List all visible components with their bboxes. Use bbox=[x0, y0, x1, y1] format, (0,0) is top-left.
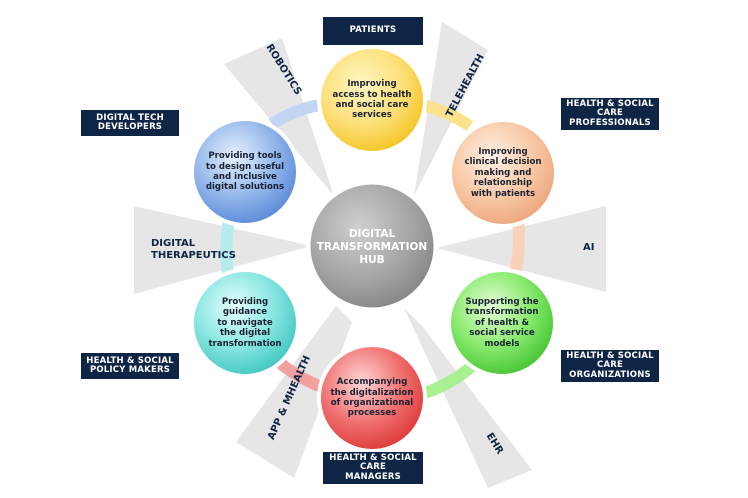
text-line: Accompanying bbox=[336, 377, 408, 388]
text-line: with patients bbox=[470, 188, 536, 199]
text-line: transformation bbox=[465, 307, 539, 318]
hub-label-line: HUB bbox=[359, 253, 385, 266]
text-line: to navigate bbox=[217, 317, 273, 328]
outer-circles bbox=[190, 45, 558, 453]
text-line: of organizational bbox=[330, 398, 414, 408]
text-line: the digital bbox=[219, 328, 271, 339]
tech-ai: AI bbox=[583, 242, 595, 253]
tools-text: Providing tools to design useful and inc… bbox=[191, 146, 299, 198]
text-line: models bbox=[484, 338, 520, 349]
tech-therapeutics-line1: DIGITAL bbox=[151, 238, 196, 249]
circle-access bbox=[317, 45, 427, 155]
guidance-text: Providing guidance to navigate the digit… bbox=[191, 292, 299, 354]
hub-label-line: TRANSFORMATION bbox=[316, 240, 428, 253]
label-line: CARE bbox=[597, 108, 623, 119]
beam-app-mhealth bbox=[236, 306, 352, 478]
stakeholder-organizations: HEALTH & SOCIAL CARE ORGANIZATIONS bbox=[561, 350, 659, 382]
circle-guidance bbox=[190, 268, 300, 378]
text-line: social service bbox=[469, 328, 535, 339]
stakeholder-patients: PATIENTS bbox=[323, 17, 423, 45]
text-line: Providing bbox=[221, 296, 269, 307]
label-line: ORGANIZATIONS bbox=[569, 369, 651, 380]
ring-arc-green-red bbox=[420, 361, 477, 400]
text-line: the digitalization bbox=[330, 387, 414, 398]
text-line: processes bbox=[347, 408, 397, 419]
stakeholder-professionals: HEALTH & SOCIAL CARE PROFESSIONALS bbox=[561, 98, 659, 130]
organizational-text: Accompanying the digitalization of organ… bbox=[318, 372, 426, 424]
text-line: and inclusive bbox=[213, 172, 277, 182]
text-line: Improving bbox=[478, 146, 528, 157]
text-line: guidance bbox=[222, 307, 268, 318]
hub-label: DIGITAL TRANSFORMATION HUB bbox=[312, 220, 432, 274]
label-line: PATIENTS bbox=[349, 25, 397, 36]
circle-clinical bbox=[448, 118, 558, 228]
text-line: digital solutions bbox=[205, 182, 285, 193]
text-line: Supporting the bbox=[465, 296, 539, 307]
tech-digital-therapeutics: DIGITAL THERAPEUTICS bbox=[151, 238, 236, 262]
label-line: HEALTH & SOCIAL bbox=[566, 98, 654, 109]
label-line: MANAGERS bbox=[345, 471, 401, 482]
stakeholder-tech-developers: DIGITAL TECH DEVELOPERS bbox=[81, 110, 179, 136]
label-line: DEVELOPERS bbox=[97, 122, 163, 132]
access-text: Improving access to health and social ca… bbox=[318, 70, 426, 130]
text-line: clinical decision bbox=[464, 157, 542, 168]
text-line: making and bbox=[474, 167, 532, 178]
text-line: to design useful bbox=[205, 161, 285, 172]
text-line: relationship bbox=[473, 178, 533, 189]
clinical-text: Improving clinical decision making and r… bbox=[449, 142, 557, 204]
label-line: DIGITAL TECH bbox=[96, 112, 164, 123]
stakeholder-policy-makers: HEALTH & SOCIAL POLICY MAKERS bbox=[81, 353, 179, 379]
label-line: HEALTH & SOCIAL bbox=[566, 350, 654, 361]
stakeholder-managers: HEALTH & SOCIAL CARE MANAGERS bbox=[323, 452, 423, 484]
text-line: access to health bbox=[332, 89, 412, 100]
label-line: CARE bbox=[597, 360, 623, 371]
hub-circle bbox=[305, 179, 439, 313]
circle-organizational bbox=[317, 343, 427, 453]
tech-therapeutics-line2: THERAPEUTICS bbox=[151, 250, 237, 261]
hub-label-line: DIGITAL bbox=[348, 227, 396, 240]
circle-models bbox=[447, 268, 557, 378]
text-line: services bbox=[352, 110, 392, 121]
label-line: POLICY MAKERS bbox=[89, 365, 171, 375]
text-line: and social care bbox=[335, 100, 409, 110]
text-line: of health & bbox=[474, 317, 530, 328]
label-line: HEALTH & SOCIAL bbox=[86, 355, 174, 366]
text-line: Providing tools bbox=[208, 151, 282, 162]
text-line: transformation bbox=[208, 338, 282, 349]
models-text: Supporting the transformation of health … bbox=[448, 292, 556, 354]
beam-ehr bbox=[404, 308, 532, 488]
label-line: PROFESSIONALS bbox=[569, 117, 651, 128]
label-line: CARE bbox=[360, 462, 386, 473]
label-line: HEALTH & SOCIAL bbox=[329, 452, 417, 463]
circle-tools bbox=[190, 117, 300, 227]
text-line: Improving bbox=[347, 79, 397, 90]
